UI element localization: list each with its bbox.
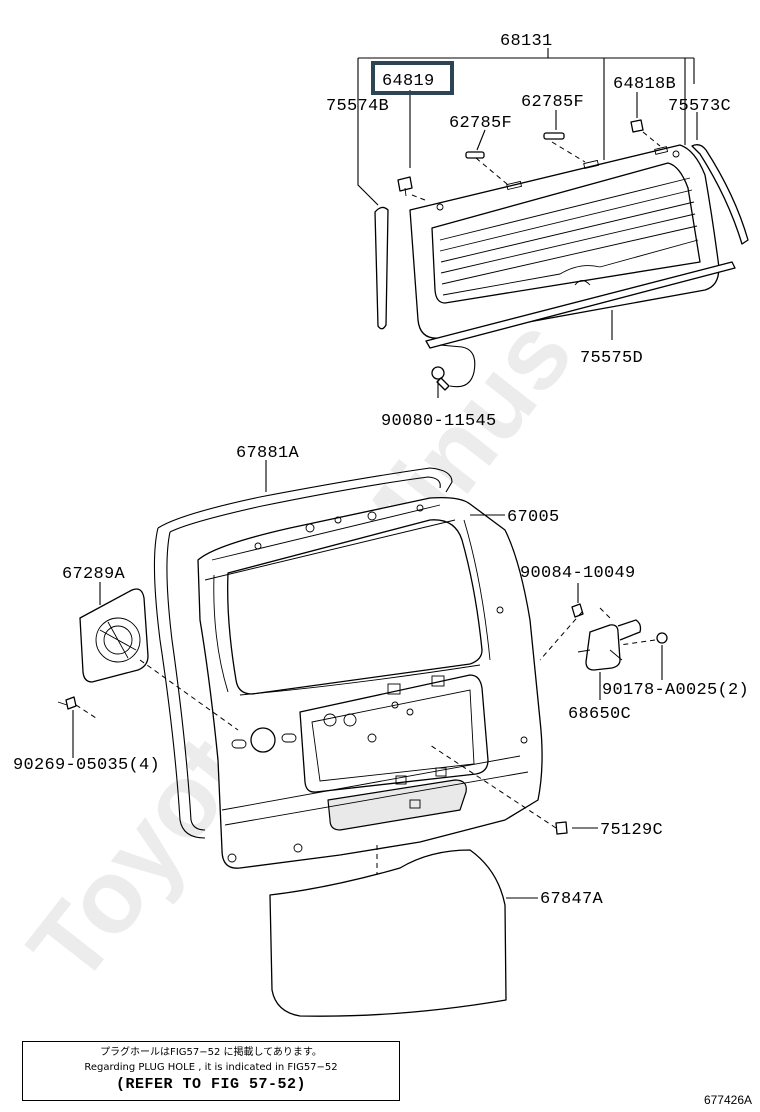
cover-67289a-shape bbox=[79, 588, 149, 683]
leader-lines-upper bbox=[357, 48, 698, 398]
spacer-62785f-right-shape bbox=[543, 132, 565, 140]
clip-64819-shape bbox=[397, 176, 413, 197]
molding-75573c-shape bbox=[691, 144, 749, 245]
label-67005: 67005 bbox=[507, 508, 560, 527]
label-67881a: 67881A bbox=[236, 444, 300, 463]
label-90080-11545: 90080-11545 bbox=[381, 412, 497, 431]
highlight-box-64819 bbox=[371, 61, 454, 95]
figure-code: 677426A bbox=[703, 1093, 752, 1107]
note-line-english: Regarding PLUG HOLE , it is indicated in… bbox=[84, 1062, 338, 1073]
label-75574b: 75574B bbox=[326, 97, 389, 116]
label-75575d: 75575D bbox=[580, 349, 643, 368]
label-68131: 68131 bbox=[500, 32, 553, 51]
note-line-refer: (REFER TO FIG 57-52) bbox=[115, 1076, 307, 1093]
label-90084-10049: 90084-10049 bbox=[520, 564, 636, 583]
label-90269-05035: 90269-05035(4) bbox=[13, 756, 160, 775]
back-door-panel-illustration bbox=[197, 496, 543, 869]
label-90178-a0025: 90178-A0025(2) bbox=[602, 681, 749, 700]
lock-68650c-shape bbox=[571, 603, 668, 671]
leader-lines-door bbox=[72, 460, 663, 899]
note-line-japanese: プラグホールはFIG57−52 に掲載してあります。 bbox=[100, 1047, 322, 1058]
weatherstrip-67881a-shape bbox=[153, 467, 453, 839]
molding-75574b-shape bbox=[374, 206, 389, 330]
plug-75129c-shape bbox=[555, 821, 568, 835]
molding-75575d-shape bbox=[425, 261, 736, 349]
label-64818b: 64818B bbox=[613, 75, 676, 94]
spacer-62785f-left-shape bbox=[465, 151, 485, 159]
bolt-90080-shape bbox=[431, 344, 476, 391]
label-67289a: 67289A bbox=[62, 565, 126, 584]
reference-note-box: プラグホールはFIG57−52 に掲載してあります。 Regarding PLU… bbox=[22, 1041, 400, 1101]
label-62785f-right: 62785F bbox=[521, 93, 584, 112]
label-75573c: 75573C bbox=[668, 97, 731, 116]
label-67847a: 67847A bbox=[540, 890, 604, 909]
board-67847a-shape bbox=[269, 849, 507, 1017]
label-64819: 64819 bbox=[382, 72, 435, 91]
clip-90269-shape bbox=[57, 696, 77, 710]
label-62785f-left: 62785F bbox=[449, 114, 512, 133]
label-75129c: 75129C bbox=[600, 821, 663, 840]
label-68650c: 68650C bbox=[568, 705, 631, 724]
clip-64818b-shape bbox=[630, 119, 644, 133]
